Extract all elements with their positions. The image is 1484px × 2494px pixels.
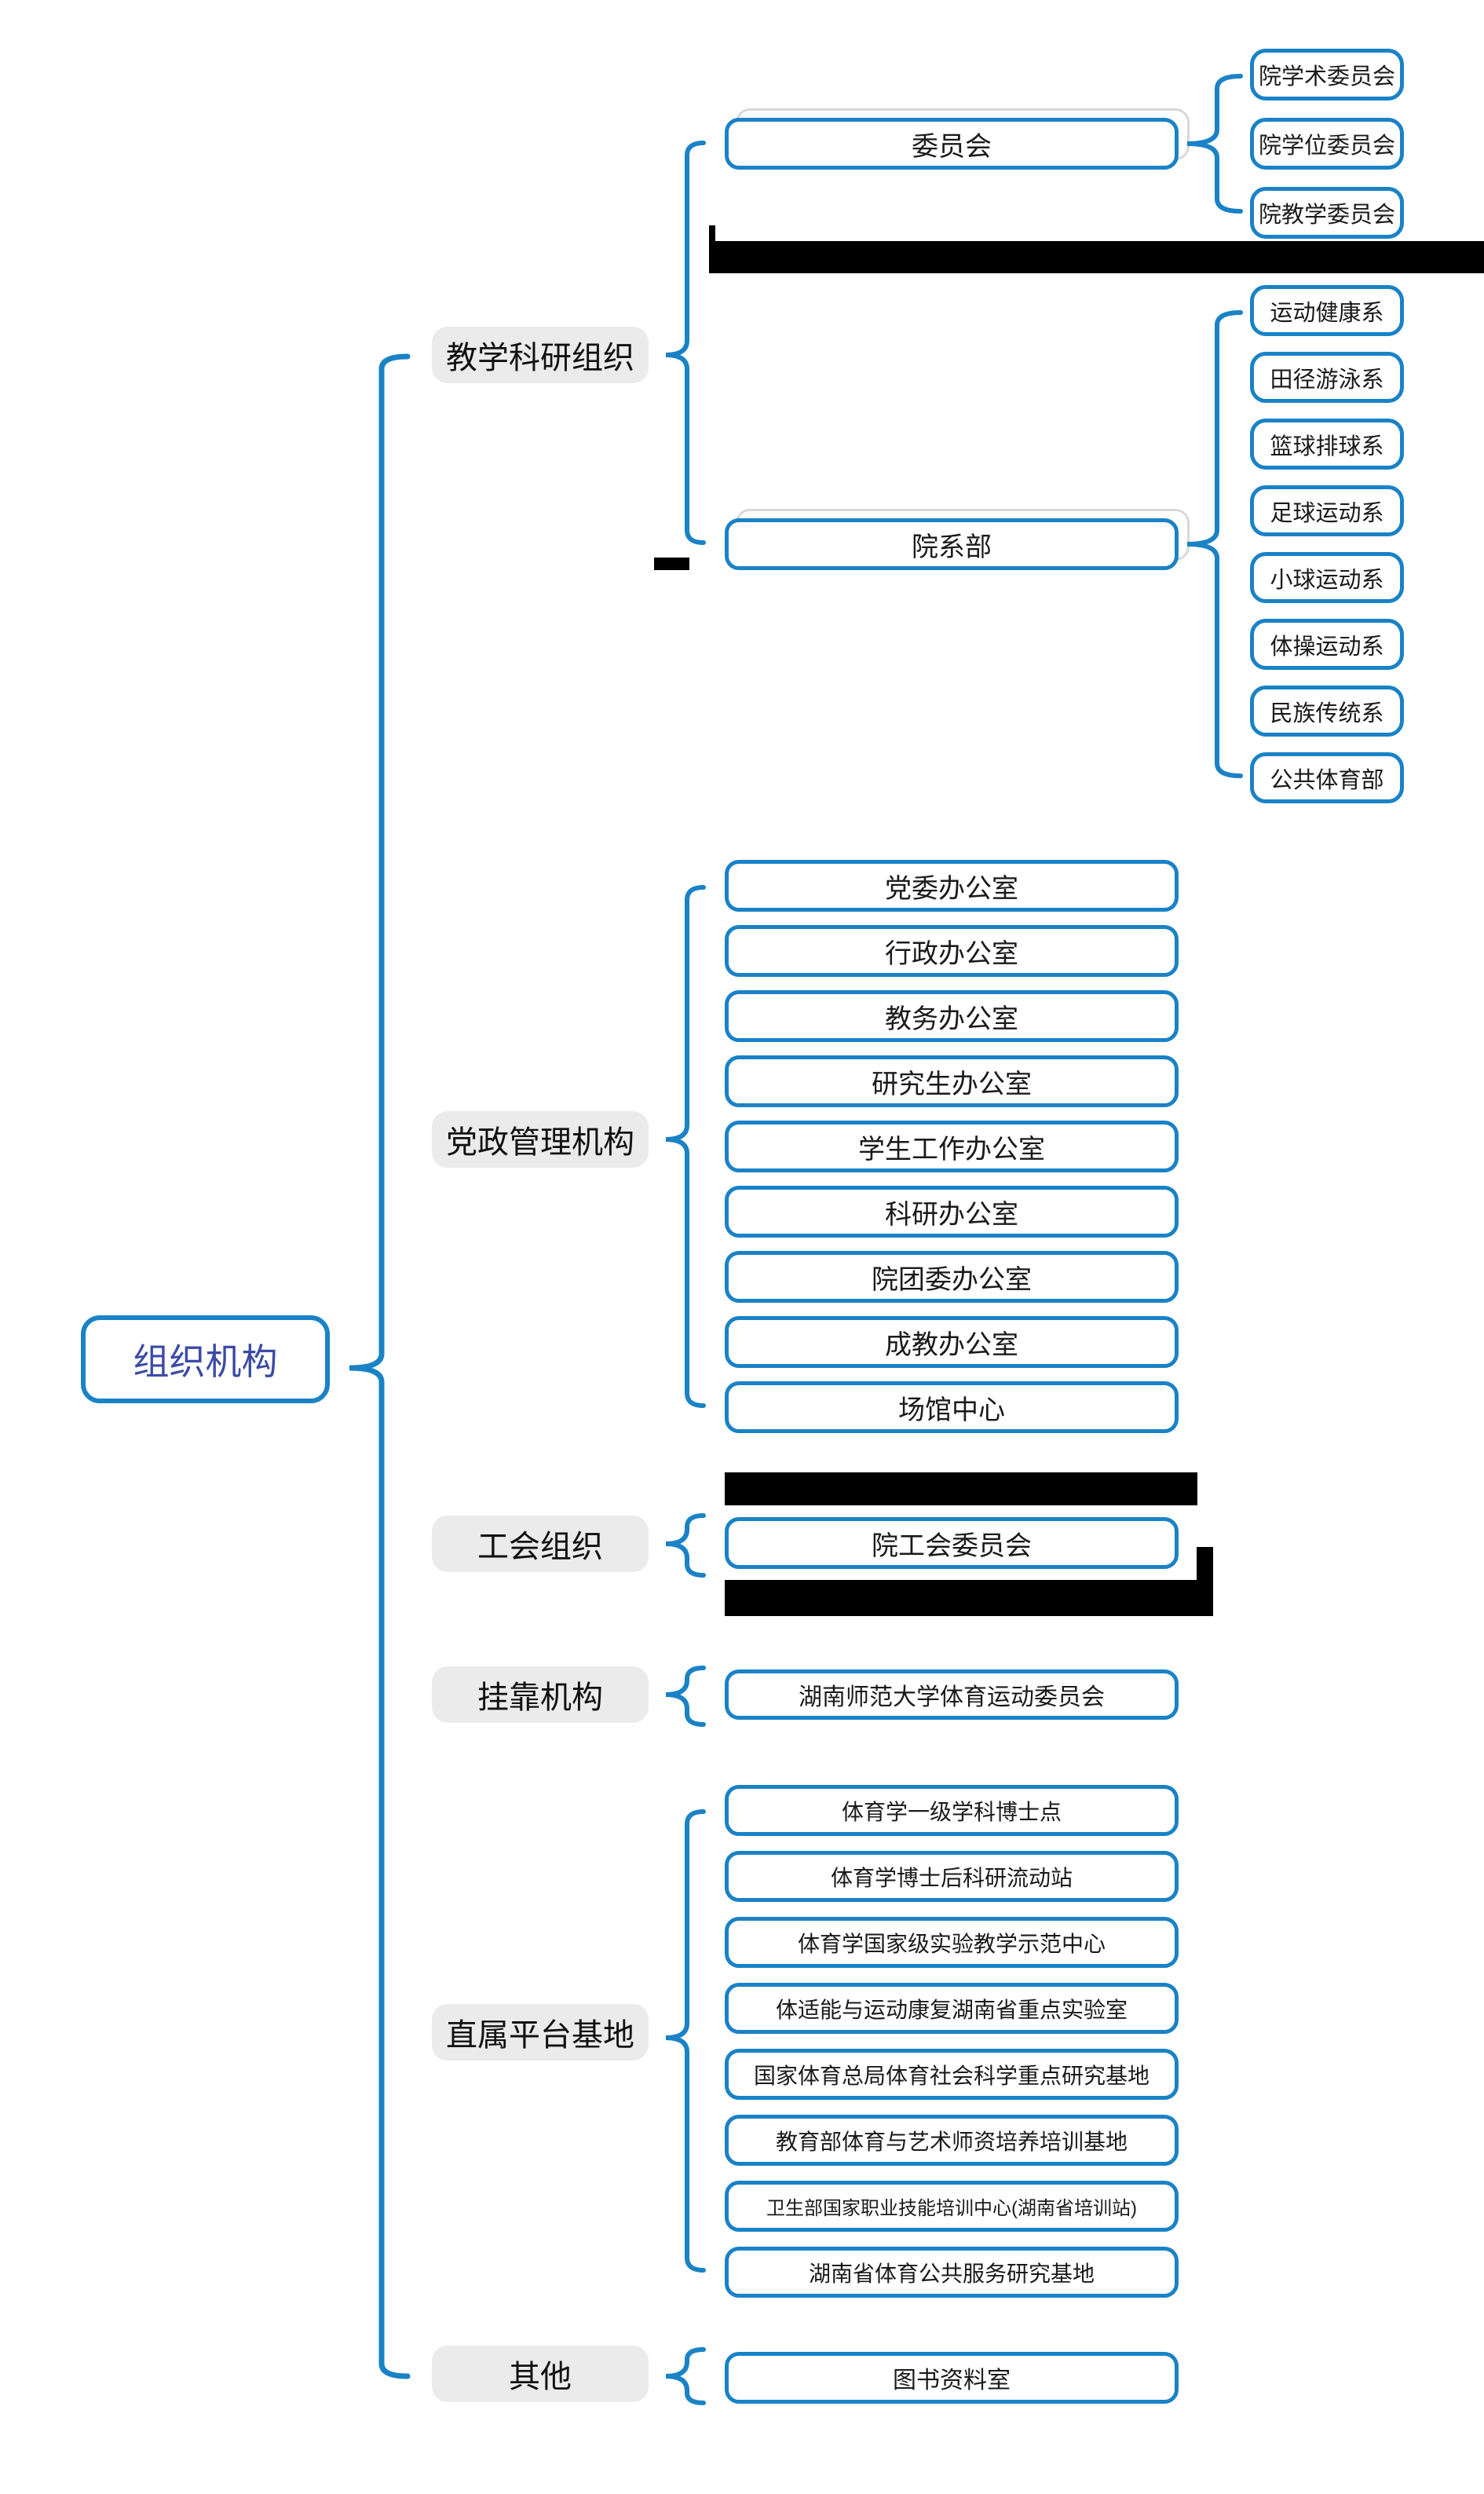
node-office[interactable]: 场馆中心 [725, 1381, 1179, 1433]
redaction-bar [709, 241, 1484, 273]
node-base[interactable]: 体育学一级学科博士点 [725, 1785, 1179, 1836]
redaction-bar [709, 225, 715, 243]
node-label: 党委办公室 [885, 873, 1018, 904]
node-base[interactable]: 体育学国家级实验教学示范中心 [725, 1917, 1179, 1968]
node-office[interactable]: 院团委办公室 [725, 1251, 1179, 1303]
node-label: 体适能与运动康复湖南省重点实验室 [775, 1997, 1128, 2022]
node-base[interactable]: 卫生部国家职业技能培训中心(湖南省培训站) [725, 2181, 1179, 2232]
root-brace [348, 353, 411, 2379]
redaction-bar [725, 1472, 1197, 1505]
node-base[interactable]: 体适能与运动康复湖南省重点实验室 [725, 1983, 1179, 2034]
node-label: 体育学国家级实验教学示范中心 [797, 1931, 1106, 1956]
node-label: 院团委办公室 [872, 1264, 1032, 1295]
node-office[interactable]: 党委办公室 [725, 860, 1179, 912]
branch-label: 党政管理机构 [446, 1125, 634, 1160]
node-label: 湖南省体育公共服务研究基地 [808, 2261, 1095, 2286]
node-label: 院系部 [912, 532, 992, 562]
branch-label: 挂靠机构 [477, 1680, 603, 1715]
node-office[interactable]: 行政办公室 [725, 925, 1179, 977]
other-brace [664, 2347, 706, 2405]
node-base[interactable]: 湖南省体育公共服务研究基地 [725, 2247, 1179, 2298]
node-label: 体操运动系 [1270, 634, 1384, 660]
branch-label: 工会组织 [477, 1530, 603, 1564]
node-dept[interactable]: 篮球排球系 [1250, 419, 1404, 470]
node-base[interactable]: 体育学博士后科研流动站 [725, 1851, 1179, 1902]
branch-other[interactable]: 其他 [432, 2346, 649, 2402]
branch-label: 其他 [509, 2360, 572, 2394]
node-label: 体育学一级学科博士点 [841, 1799, 1062, 1824]
affiliated-brace [664, 1666, 706, 1727]
node-label: 卫生部国家职业技能培训中心(湖南省培训站) [766, 2198, 1137, 2219]
branch-teaching-research[interactable]: 教学科研组织 [432, 327, 649, 383]
branch-union[interactable]: 工会组织 [432, 1516, 649, 1572]
root-node[interactable]: 组织机构 [81, 1315, 330, 1403]
union-brace [664, 1513, 706, 1578]
node-degree-committee[interactable]: 院学位委员会 [1250, 118, 1404, 170]
node-teaching-committee[interactable]: 院教学委员会 [1250, 187, 1404, 239]
node-dept[interactable]: 体操运动系 [1250, 619, 1404, 670]
node-label: 成教办公室 [885, 1329, 1018, 1360]
node-label: 运动健康系 [1270, 300, 1384, 326]
node-label: 学生工作办公室 [858, 1134, 1045, 1165]
node-label: 体育学博士后科研流动站 [830, 1865, 1073, 1890]
node-dept[interactable]: 足球运动系 [1250, 485, 1404, 536]
node-label: 院教学委员会 [1258, 203, 1395, 228]
node-label: 行政办公室 [885, 938, 1018, 969]
redaction-bar [654, 558, 689, 570]
redaction-bar [1197, 1547, 1213, 1582]
departments-brace [1186, 310, 1243, 778]
node-union-committee[interactable]: 院工会委员会 [725, 1517, 1179, 1569]
node-office[interactable]: 研究生办公室 [725, 1055, 1179, 1107]
platform-bases-brace [664, 1809, 706, 2273]
branch-party-admin[interactable]: 党政管理机构 [432, 1111, 649, 1168]
node-label: 院学位委员会 [1258, 133, 1395, 159]
node-label: 场馆中心 [898, 1395, 1005, 1425]
node-label: 小球运动系 [1270, 567, 1384, 593]
node-office[interactable]: 学生工作办公室 [725, 1121, 1179, 1172]
node-dept[interactable]: 运动健康系 [1250, 285, 1404, 336]
node-committee[interactable]: 委员会 [725, 118, 1179, 170]
node-base[interactable]: 教育部体育与艺术师资培养培训基地 [725, 2115, 1179, 2166]
node-dept[interactable]: 公共体育部 [1250, 752, 1404, 803]
root-label: 组织机构 [133, 1341, 278, 1382]
redaction-bar [725, 1580, 1213, 1616]
node-label: 篮球排球系 [1270, 433, 1384, 459]
node-library[interactable]: 图书资料室 [725, 2352, 1179, 2404]
branch-platform-bases[interactable]: 直属平台基地 [432, 2004, 649, 2061]
node-office[interactable]: 教务办公室 [725, 990, 1179, 1042]
node-base[interactable]: 国家体育总局体育社会科学重点研究基地 [725, 2049, 1179, 2100]
node-label: 院学术委员会 [1258, 64, 1395, 90]
node-label: 公共体育部 [1270, 767, 1384, 793]
node-dept[interactable]: 小球运动系 [1250, 552, 1404, 603]
node-label: 图书资料室 [893, 2368, 1011, 2393]
node-label: 研究生办公室 [872, 1069, 1032, 1099]
node-office[interactable]: 科研办公室 [725, 1186, 1179, 1238]
branch-label: 直属平台基地 [446, 2018, 634, 2053]
node-label: 委员会 [912, 131, 992, 162]
node-label: 教育部体育与艺术师资培养培训基地 [775, 2129, 1128, 2154]
node-departments[interactable]: 院系部 [725, 518, 1179, 570]
node-label: 田径游泳系 [1270, 367, 1384, 393]
node-label: 足球运动系 [1270, 500, 1384, 526]
committee-brace [1186, 74, 1243, 214]
node-dept[interactable]: 田径游泳系 [1250, 352, 1404, 403]
node-hnu-sports-committee[interactable]: 湖南师范大学体育运动委员会 [725, 1669, 1179, 1720]
node-office[interactable]: 成教办公室 [725, 1316, 1179, 1368]
node-dept[interactable]: 民族传统系 [1250, 686, 1404, 737]
party-admin-brace [664, 885, 706, 1408]
node-academic-committee[interactable]: 院学术委员会 [1250, 49, 1404, 101]
teaching-research-brace [664, 141, 706, 545]
node-label: 院工会委员会 [872, 1530, 1032, 1561]
node-label: 湖南师范大学体育运动委员会 [799, 1684, 1105, 1710]
node-label: 科研办公室 [885, 1199, 1018, 1230]
branch-affiliated[interactable]: 挂靠机构 [432, 1666, 649, 1723]
node-label: 民族传统系 [1270, 700, 1384, 726]
node-label: 国家体育总局体育社会科学重点研究基地 [753, 2063, 1150, 2088]
node-label: 教务办公室 [885, 1004, 1018, 1034]
branch-label: 教学科研组织 [446, 341, 634, 375]
